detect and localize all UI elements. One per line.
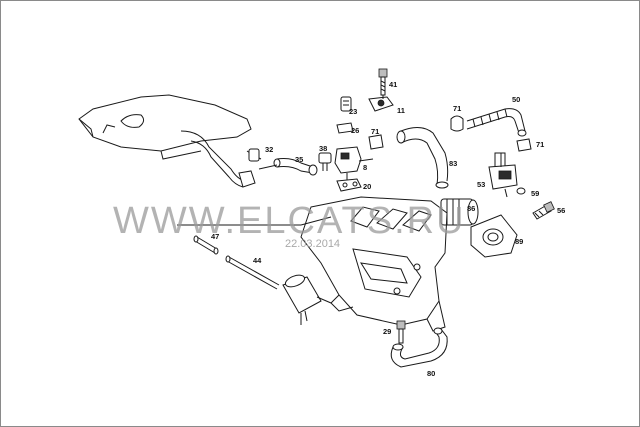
bracket-20	[336, 178, 362, 192]
label-86: 86	[467, 204, 475, 213]
watermark-text: WWW.ELCATS.RU	[113, 200, 466, 242]
hose-80	[390, 327, 448, 368]
breather-hose	[180, 130, 262, 188]
label-71-c: 71	[536, 140, 544, 149]
label-71-b: 71	[371, 127, 379, 136]
label-23: 23	[349, 107, 357, 116]
valve-38	[318, 152, 332, 171]
label-71-a: 71	[453, 104, 461, 113]
label-47: 47	[211, 232, 219, 241]
valve-8	[334, 146, 362, 181]
label-26: 26	[351, 126, 359, 135]
label-59: 59	[531, 189, 539, 198]
clamp-71-c	[516, 138, 532, 152]
label-80: 80	[427, 369, 435, 378]
hose-83	[396, 127, 449, 189]
seal-11	[368, 96, 394, 112]
label-83: 83	[449, 159, 457, 168]
washer-59	[516, 187, 526, 195]
clip-26	[336, 122, 354, 134]
label-29: 29	[383, 327, 391, 336]
label-56: 56	[557, 206, 565, 215]
fastener-23	[340, 96, 352, 112]
guide-lines	[177, 95, 502, 226]
watermark-date: 22.03.2014	[285, 238, 340, 250]
label-44: 44	[253, 256, 262, 265]
label-89: 89	[515, 237, 523, 246]
housing-89	[470, 214, 518, 258]
label-38: 38	[319, 144, 327, 153]
label-8: 8	[363, 163, 367, 172]
valve-cover	[78, 94, 252, 160]
tube-47	[193, 235, 219, 255]
hose-50	[466, 108, 527, 137]
label-53: 53	[477, 180, 485, 189]
label-32: 32	[265, 145, 273, 154]
label-35: 35	[295, 155, 303, 164]
bolt-56	[532, 201, 555, 220]
clamp-71-b	[368, 134, 384, 150]
label-11: 11	[397, 106, 405, 115]
label-20: 20	[363, 182, 371, 191]
bolt-29	[396, 320, 406, 344]
label-41: 41	[389, 80, 397, 89]
clamp-71-a	[450, 115, 464, 132]
fuel-filter	[282, 274, 332, 325]
tube-44	[225, 255, 280, 290]
throttle-86	[440, 198, 479, 226]
label-50: 50	[512, 95, 520, 104]
valve-53	[488, 152, 518, 198]
intake-manifold	[300, 196, 448, 332]
bolt-41	[378, 68, 388, 96]
